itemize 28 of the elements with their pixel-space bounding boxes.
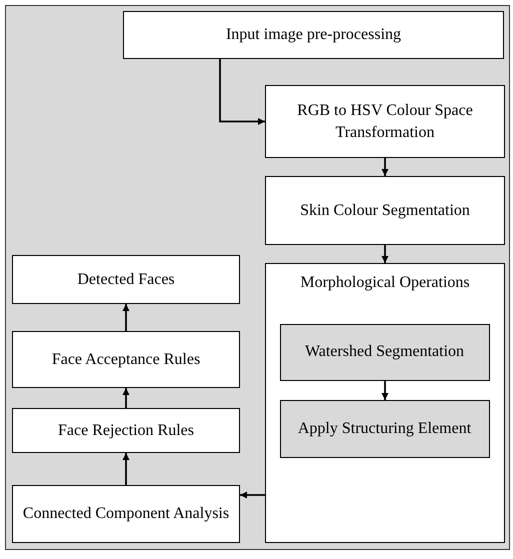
arrow: [382, 245, 388, 263]
box-label: Input image pre-processing: [226, 25, 402, 46]
box-label: Connected Component Analysis: [22, 504, 230, 524]
process-box: [12, 331, 240, 388]
process-box: [265, 85, 505, 158]
arrow: [219, 59, 265, 125]
process-box: [123, 11, 504, 59]
arrow: [122, 453, 130, 485]
box-label: Detected Faces: [77, 270, 175, 290]
box-label: Watershed Segmentation: [304, 342, 464, 362]
box-label: Apply Structuring Element: [298, 418, 472, 439]
box-label: Morphological Operations: [300, 273, 470, 293]
arrow: [382, 158, 388, 176]
box-label: Face Rejection Rules: [58, 420, 194, 441]
arrow: [122, 304, 130, 331]
shaded-process-box: [280, 324, 490, 380]
shaded-process-box: [280, 400, 490, 458]
process-box: [265, 176, 505, 245]
arrow: [382, 381, 388, 400]
arrow: [122, 388, 130, 408]
box-label: Skin Colour Segmentation: [300, 200, 470, 221]
box-label: RGB to HSV Colour Space Transformation: [296, 100, 474, 142]
process-box: [12, 408, 240, 453]
process-box: [265, 263, 505, 543]
box-label: Face Acceptance Rules: [52, 350, 200, 370]
process-box: [12, 255, 240, 304]
process-box: [12, 485, 240, 543]
arrow: [240, 492, 265, 498]
